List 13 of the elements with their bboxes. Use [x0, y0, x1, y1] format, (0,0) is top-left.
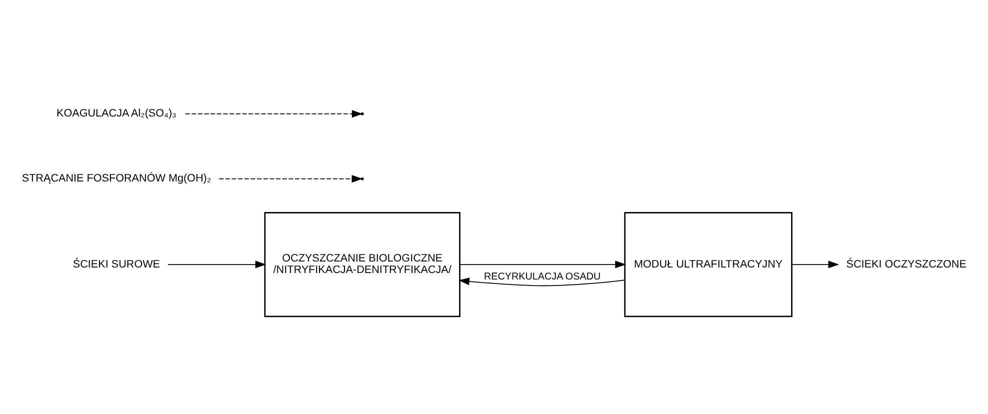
node-text: KOAGULACJA Al₂(SO₄)₃ — [56, 108, 176, 120]
node-text: ŚCIEKI SUROWE — [72, 258, 160, 270]
node-text: ŚCIEKI OCZYSZCZONE — [846, 258, 966, 270]
arrow — [790, 260, 839, 268]
arrow — [218, 175, 362, 183]
arrow — [184, 110, 362, 118]
node-box: OCZYSZCZANIE BIOLOGICZNE /NITRYFIKACJA-DENITRYFIKACJA/ — [264, 212, 460, 318]
arrow — [458, 260, 626, 268]
arrow — [167, 260, 266, 268]
node-text: STRĄCANIE FOSFORANÓW Mg(OH)₂ — [21, 172, 211, 185]
node-box: MODUŁ ULTRAFILTRACYJNY — [624, 212, 792, 318]
edge-label: RECYRKULACJA OSADU — [483, 272, 600, 283]
arrow — [458, 278, 625, 286]
